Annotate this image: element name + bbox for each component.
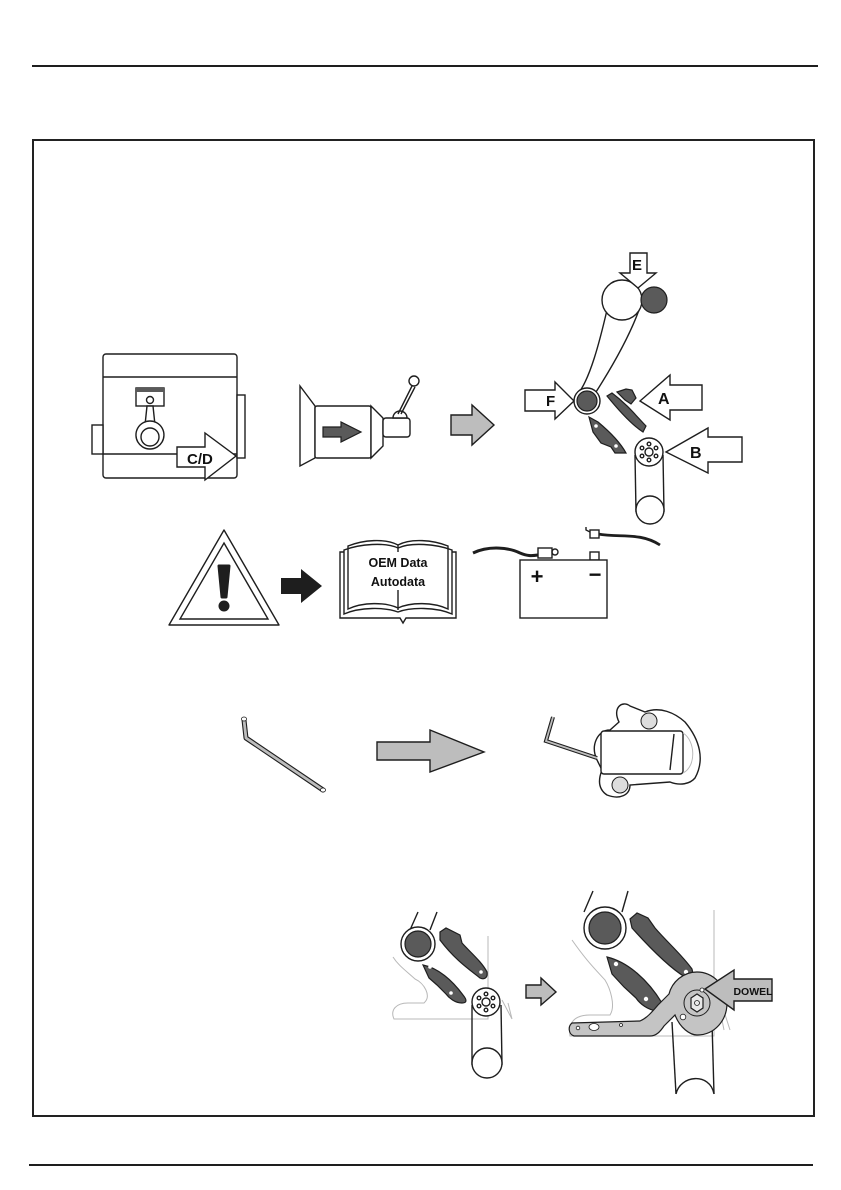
crank-before-figure: [393, 912, 512, 1078]
label-f: F: [546, 393, 555, 410]
auxiliary-pulley-icon: [636, 496, 664, 524]
book-line-2: Autodata: [371, 575, 426, 589]
next-arrow-2: [281, 569, 322, 603]
label-e: E: [632, 257, 642, 274]
battery-negative: −: [589, 562, 602, 587]
negative-terminal-icon: [590, 552, 599, 560]
gearbox-icon: [300, 386, 410, 466]
battery-figure: + −: [473, 527, 660, 618]
next-arrow-4: [526, 978, 556, 1005]
arrow-b: [666, 428, 742, 473]
cable-icon: [473, 548, 538, 556]
gear-lever-icon: [393, 376, 419, 418]
positive-clamp-icon: [538, 548, 552, 558]
tensioner-key-icon: [546, 717, 597, 758]
engine-block-figure: C/D: [92, 354, 245, 480]
dowel-hole-icon: [700, 988, 704, 992]
exclamation-icon: [219, 566, 229, 597]
warning-figure: [169, 530, 279, 625]
upper-guide-large-icon: [630, 913, 693, 978]
bolt-bottom-icon: [612, 777, 628, 793]
disconnected-cable-icon: [598, 534, 660, 545]
arrow-a: [640, 375, 702, 420]
timing-belt-figure: E F A B: [525, 253, 742, 524]
manual-book-figure: OEM Data Autodata: [340, 541, 456, 623]
tensioner-locked-figure: [546, 704, 700, 797]
cd-label: C/D: [187, 451, 213, 468]
label-b: B: [690, 445, 702, 462]
crank-tool-figure: DOWEL: [569, 891, 773, 1094]
gearbox-figure: [300, 376, 419, 466]
dowel-label: DOWEL: [733, 986, 773, 998]
book-line-1: OEM Data: [368, 556, 428, 570]
lower-guide-icon: [423, 965, 466, 1003]
allen-key-figure: [242, 717, 326, 792]
crank-bolt-icon: [691, 994, 703, 1012]
camshaft-pulley-dark-icon: [641, 287, 667, 313]
next-arrow-1: [451, 405, 494, 445]
bolt-top-icon: [641, 713, 657, 729]
label-a: A: [658, 391, 670, 408]
next-arrow-3: [377, 730, 484, 772]
guide-rail-icon: [589, 417, 626, 453]
battery-positive: +: [531, 564, 544, 589]
